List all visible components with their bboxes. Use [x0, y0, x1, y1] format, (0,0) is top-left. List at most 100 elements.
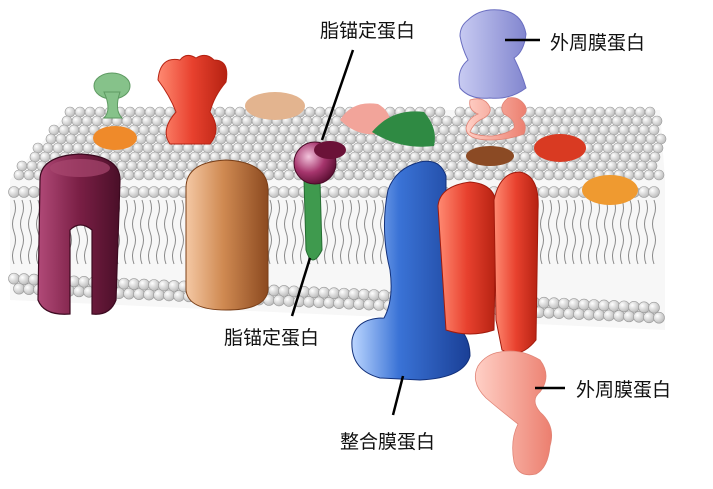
lipid-head — [609, 151, 621, 163]
lipid-head — [143, 169, 155, 181]
lipid-head — [153, 169, 165, 181]
lipid-head — [456, 160, 468, 172]
lipid-head — [571, 115, 583, 127]
lipid-head — [463, 169, 475, 181]
lipid-head — [78, 124, 90, 136]
lipid-head — [429, 151, 441, 163]
lipid-head — [451, 115, 463, 127]
lipid-head — [65, 133, 77, 145]
lipid-head — [28, 186, 40, 198]
lipid-tail — [356, 199, 360, 265]
lipid-head — [343, 297, 355, 310]
lipid-head — [275, 133, 287, 145]
lipid-head — [124, 106, 136, 118]
lipid-head — [308, 286, 320, 299]
lipid-head — [491, 115, 503, 127]
lipid-head — [276, 160, 288, 172]
channel-protein — [185, 159, 269, 311]
lipid-head — [273, 169, 285, 181]
lipid-head — [328, 186, 340, 198]
lipid-head — [278, 186, 290, 198]
lipid-head — [282, 142, 294, 154]
lipid-head — [214, 106, 226, 118]
lipid-head — [123, 287, 135, 300]
lipid-head — [231, 115, 243, 127]
lipid-head — [603, 309, 615, 322]
dark-green-protein — [372, 111, 435, 147]
lipid-head — [586, 160, 598, 172]
lipid-head — [643, 311, 655, 324]
lipid-tail — [564, 199, 568, 265]
lipid-tail — [652, 199, 656, 265]
red-integral-protein — [437, 171, 539, 354]
lipid-head — [534, 106, 546, 118]
lipid-head — [336, 160, 348, 172]
lipid-head — [628, 301, 640, 313]
lipid-head — [345, 133, 357, 145]
leader-line-integral — [391, 375, 405, 416]
lipid-head — [176, 160, 188, 172]
lipid-head — [616, 160, 628, 172]
lipid-tail — [548, 199, 552, 265]
lipid-head — [606, 160, 618, 172]
lipid-head — [338, 124, 350, 136]
lipid-head — [123, 169, 135, 181]
lipid-head — [601, 115, 613, 127]
lipid-head — [199, 151, 211, 163]
lipid-head — [39, 151, 51, 163]
lipid-head — [624, 106, 636, 118]
lipid-head — [81, 115, 93, 127]
lipid-head — [331, 115, 343, 127]
lipid-head — [638, 301, 650, 314]
lipid-head — [353, 169, 365, 181]
lipid-head — [613, 310, 625, 322]
lipid-head — [643, 169, 655, 181]
lipid-head — [288, 186, 300, 198]
lipid-head — [611, 115, 623, 127]
lipid-tail — [164, 199, 168, 265]
lipid-head — [623, 310, 635, 323]
lipid-head — [368, 186, 380, 198]
lipid-head — [536, 160, 548, 172]
lipid-head — [655, 133, 667, 145]
lipid-head — [369, 151, 381, 163]
lipid-head — [32, 142, 44, 154]
lipid-head — [283, 295, 295, 307]
lipid-head — [55, 133, 67, 145]
lipid-head — [224, 106, 236, 118]
lipid-head — [622, 142, 634, 154]
lipid-head — [488, 124, 500, 136]
lipid-head — [435, 133, 447, 145]
lipid-head — [634, 106, 646, 118]
lipid-head — [358, 186, 370, 198]
lipid-head — [548, 124, 560, 136]
lipid-tail — [276, 199, 280, 265]
lipid-head — [573, 308, 585, 320]
small-green-protein — [93, 72, 131, 119]
lipid-head — [154, 106, 166, 118]
lipid-head — [128, 278, 140, 290]
label-peripheral-top: 外周膜蛋白 — [550, 32, 646, 54]
lipid-head — [614, 106, 626, 118]
lipid-head — [328, 287, 340, 299]
lipid-head — [8, 272, 20, 285]
lipid-head — [358, 288, 370, 301]
lipid-head — [441, 115, 453, 127]
lipid-tail — [172, 199, 176, 265]
lipid-head — [538, 186, 550, 198]
lipid-head — [138, 278, 150, 291]
lipid-head — [419, 151, 431, 163]
lipid-head — [169, 151, 181, 163]
lipid-head — [94, 106, 106, 118]
lipid-head — [648, 186, 660, 198]
lipid-head — [438, 124, 450, 136]
lipid-head — [313, 296, 325, 309]
lipid-head — [639, 151, 651, 163]
lipid-head — [268, 284, 280, 297]
lipid-head — [252, 142, 264, 154]
lipid-head — [272, 142, 284, 154]
lipid-head — [373, 299, 385, 311]
lipid-tail — [380, 199, 384, 265]
lipid-head — [583, 308, 595, 321]
